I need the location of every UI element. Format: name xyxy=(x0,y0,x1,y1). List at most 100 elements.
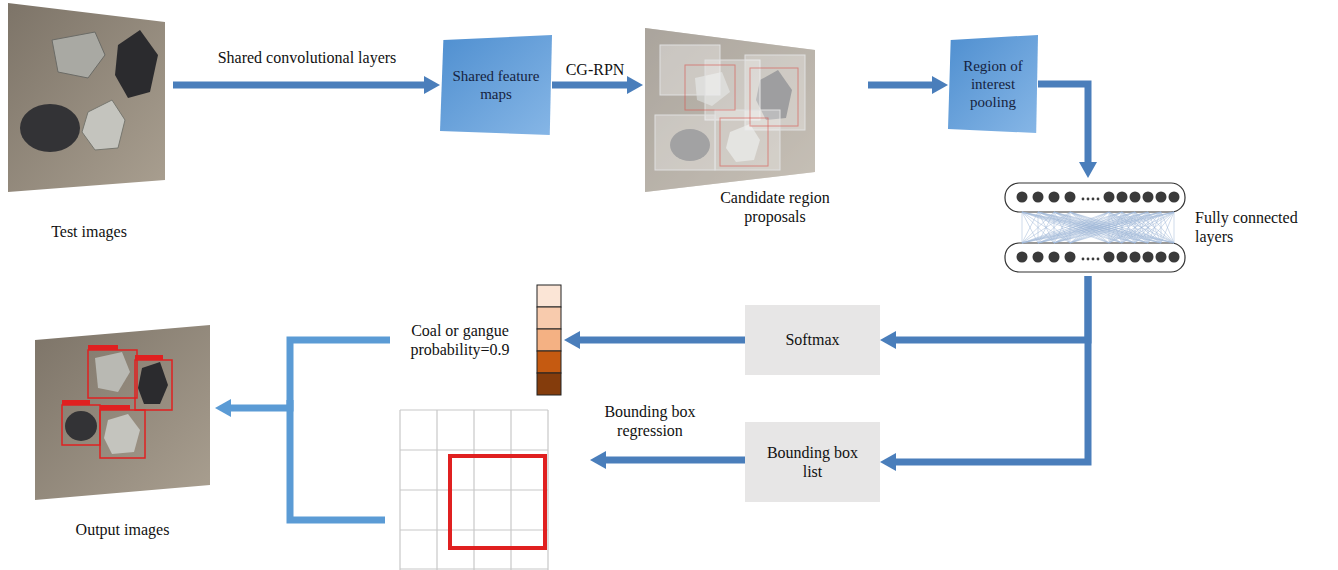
node-caption: Fully connected layers xyxy=(1195,208,1315,246)
flow-arrow xyxy=(888,276,1088,462)
neuron xyxy=(1033,192,1044,203)
network-link xyxy=(1070,212,1161,243)
detection-tag xyxy=(135,355,163,360)
network-link xyxy=(1054,212,1161,243)
network-link xyxy=(1054,212,1148,243)
network-link xyxy=(1174,212,1175,243)
photo-ground xyxy=(35,325,210,500)
network-link xyxy=(1161,212,1174,243)
proposal-outline xyxy=(685,65,735,110)
network-link xyxy=(1070,212,1109,243)
network-link xyxy=(1148,212,1174,243)
neuron xyxy=(1104,192,1115,203)
probability-cell xyxy=(537,373,561,395)
flow-arrow xyxy=(868,82,940,89)
flow-arrow xyxy=(552,82,635,89)
network-link xyxy=(1054,212,1174,243)
process-box: Softmax xyxy=(745,305,880,375)
panel-fill xyxy=(440,35,552,135)
node-caption: Output images xyxy=(30,520,215,539)
bounding-box xyxy=(450,456,545,548)
proposal-box xyxy=(715,110,780,170)
network-link xyxy=(1022,212,1174,243)
detection-box xyxy=(62,405,100,445)
feature-panel: Region of interest pooling xyxy=(948,35,1038,133)
network-link xyxy=(1054,212,1148,243)
gangue-rock xyxy=(104,414,140,454)
neuron xyxy=(1017,192,1028,203)
image-node: Candidate region proposals xyxy=(643,26,868,226)
node-caption: Candidate region proposals xyxy=(705,188,845,226)
coal-rock xyxy=(20,104,80,152)
neuron xyxy=(1169,192,1180,203)
network-link xyxy=(1054,212,1122,243)
image-node: Test images xyxy=(5,0,173,248)
neuron xyxy=(1049,192,1060,203)
detection-box xyxy=(88,350,137,398)
flow-arrow xyxy=(888,276,1088,340)
ellipsis-dot xyxy=(1092,258,1095,261)
neuron xyxy=(1169,252,1180,263)
proposal-outline xyxy=(720,118,768,166)
neuron xyxy=(1065,252,1076,263)
network-link xyxy=(1038,212,1148,243)
panel-fill xyxy=(948,35,1038,133)
ellipsis-dot xyxy=(1082,258,1085,261)
proposal-outline xyxy=(750,68,798,126)
ellipsis-dot xyxy=(1097,198,1100,201)
ellipsis-dot xyxy=(1092,198,1095,201)
node-text: Shared feature maps xyxy=(448,67,544,103)
coal-rock xyxy=(138,362,168,404)
network-link xyxy=(1135,212,1174,243)
network-link xyxy=(1022,212,1161,243)
flow-arrow xyxy=(572,337,745,344)
image-node: Output images xyxy=(30,322,215,544)
neuron xyxy=(1104,252,1115,263)
node-text: Softmax xyxy=(785,330,839,349)
neuron xyxy=(1117,192,1128,203)
node-caption: Test images xyxy=(5,222,173,241)
network-layer xyxy=(1005,243,1185,272)
network-link xyxy=(1038,212,1161,243)
network-link xyxy=(1038,212,1174,243)
edge-label: CG-RPN xyxy=(555,60,635,79)
network-link xyxy=(1070,212,1109,243)
neuron xyxy=(1017,252,1028,263)
feature-panel: Shared feature maps xyxy=(440,35,552,135)
node-text: Region of interest pooling xyxy=(956,57,1030,111)
probability-node: Coal or gangue probability=0.9 xyxy=(390,283,564,397)
neuron xyxy=(1143,192,1154,203)
network-link xyxy=(1038,212,1135,243)
neuron xyxy=(1065,192,1076,203)
network-link xyxy=(1070,212,1174,243)
neuron xyxy=(1130,252,1141,263)
network-link xyxy=(1022,212,1135,243)
network-link xyxy=(1054,212,1122,243)
neuron xyxy=(1117,252,1128,263)
ellipsis-dot xyxy=(1087,258,1090,261)
network-link xyxy=(1022,212,1135,243)
proposal-box xyxy=(655,115,715,170)
network-layer xyxy=(1005,183,1185,212)
probability-cell xyxy=(537,351,561,373)
edge-label: Shared convolutional layers xyxy=(197,48,417,67)
network-node: Fully connected layers xyxy=(1003,178,1315,276)
regression-arrow xyxy=(598,457,745,464)
photo-ground xyxy=(645,28,815,192)
gangue-rock xyxy=(82,100,125,150)
network-link xyxy=(1022,212,1023,243)
ellipsis-dot xyxy=(1087,198,1090,201)
ellipsis-dot xyxy=(1097,258,1100,261)
panel-shape xyxy=(440,35,552,135)
flow-arrow xyxy=(223,340,390,408)
network-link xyxy=(1022,212,1174,243)
network-link xyxy=(1109,212,1174,243)
gangue-rock xyxy=(52,32,105,78)
node-caption: Coal or gangue probability=0.9 xyxy=(390,321,530,359)
network-link xyxy=(1122,212,1174,243)
network-link xyxy=(1038,212,1148,243)
probability-cell xyxy=(537,285,561,307)
